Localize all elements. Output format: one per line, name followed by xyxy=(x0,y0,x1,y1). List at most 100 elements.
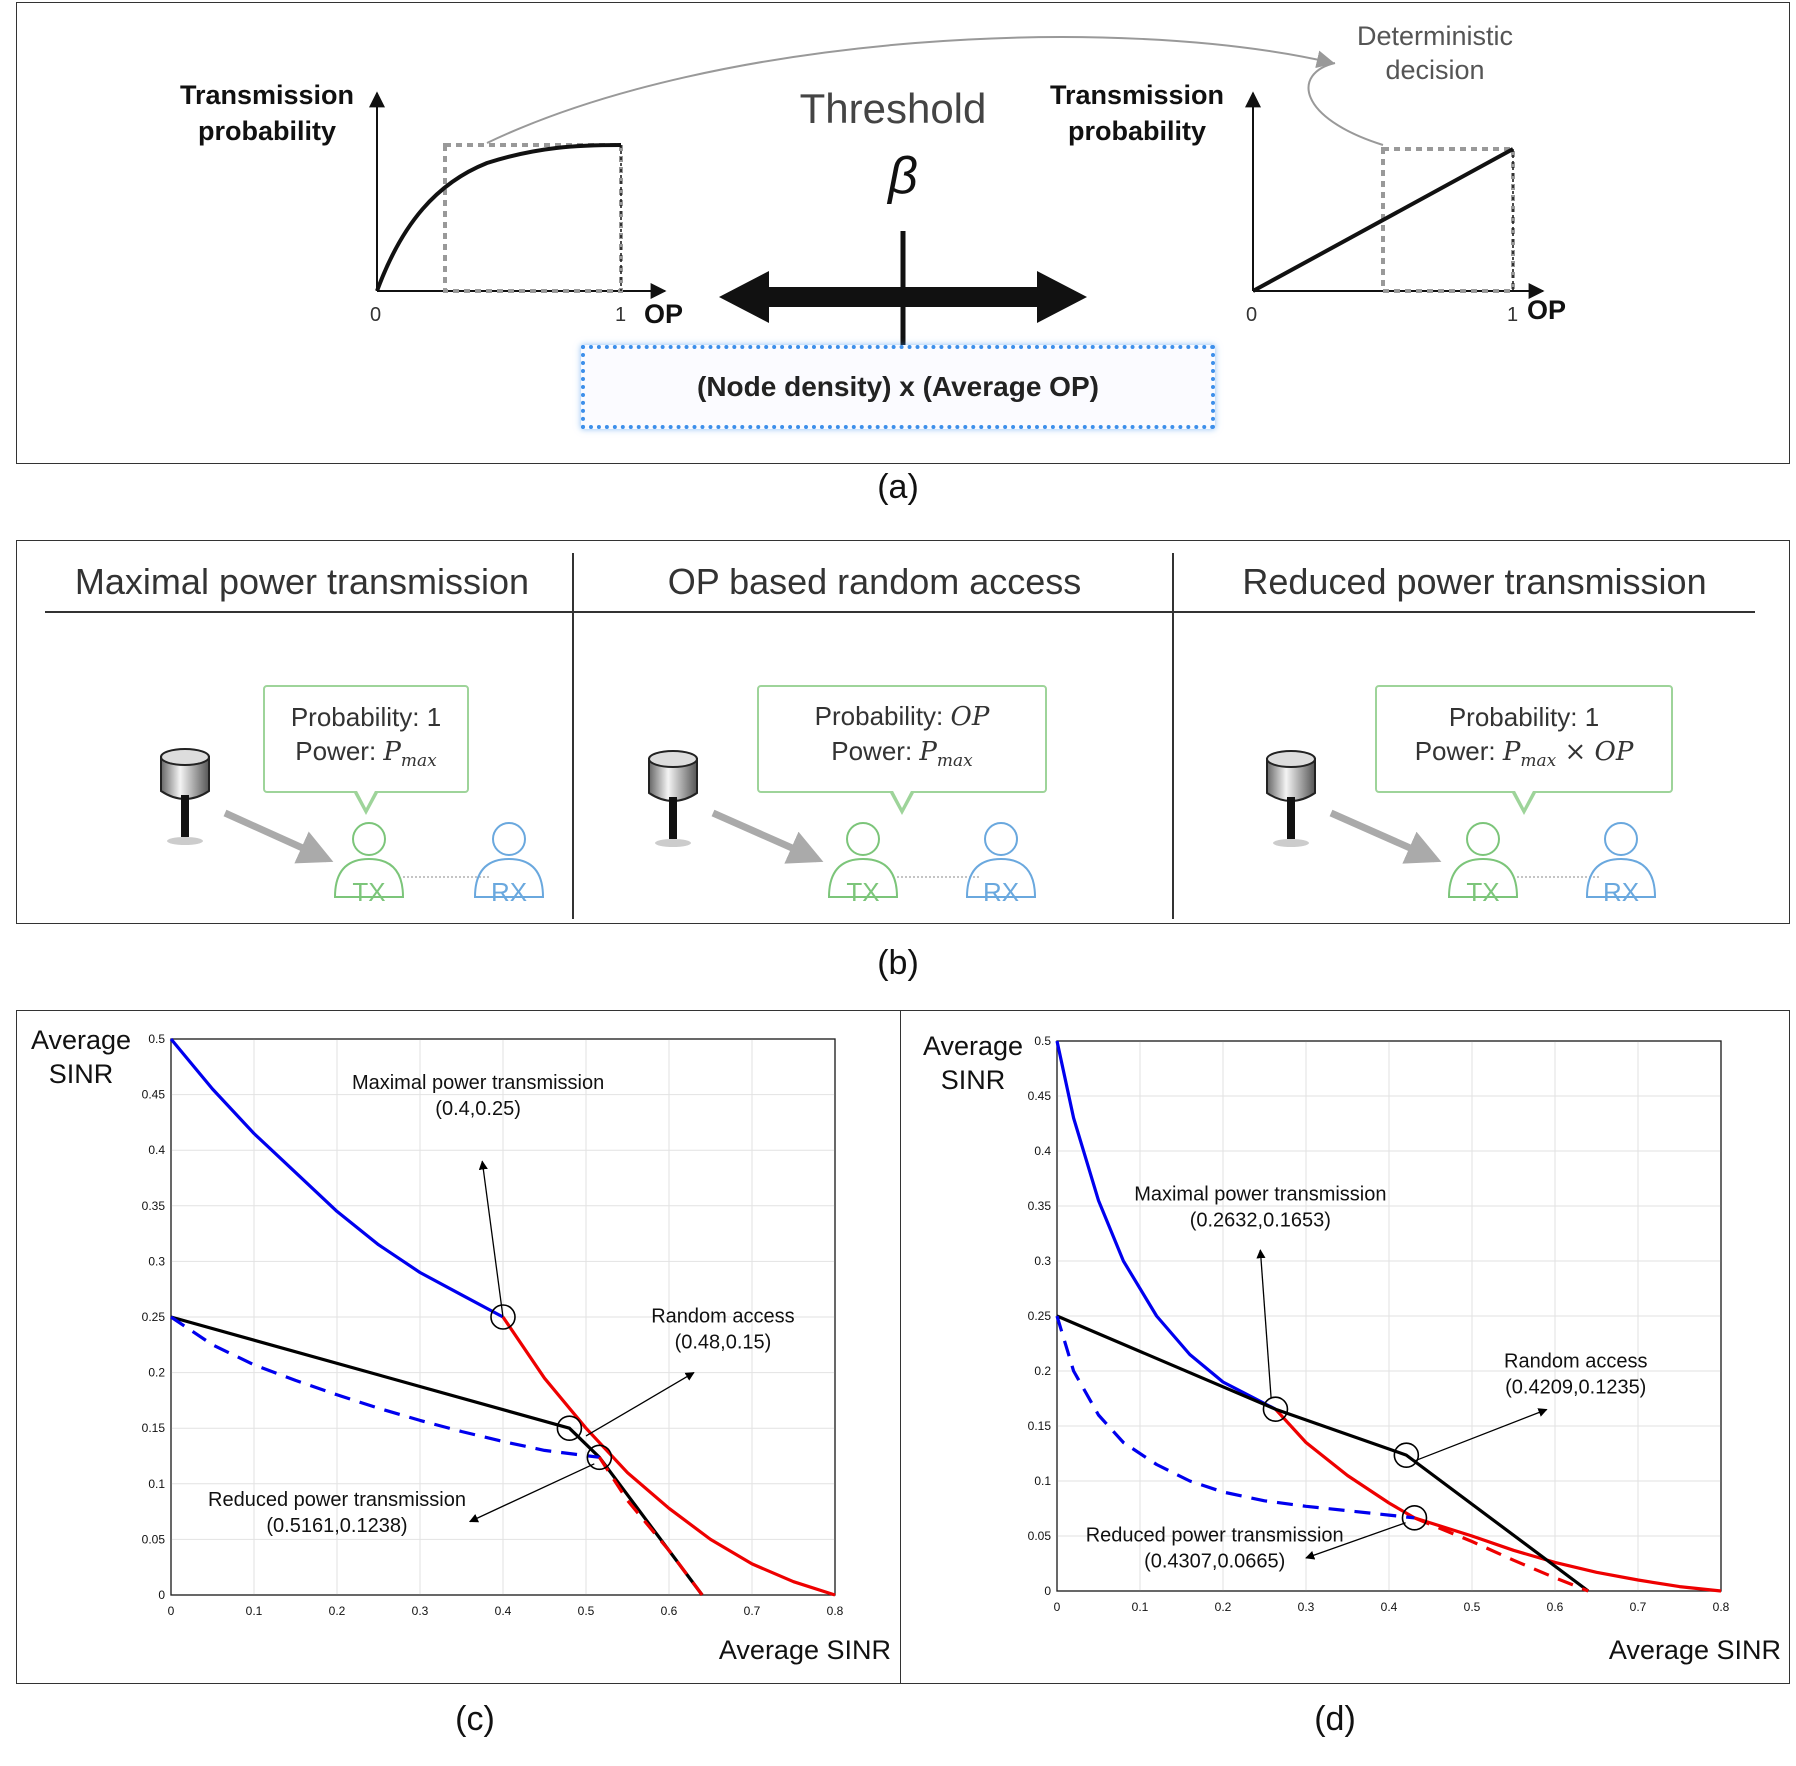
series-line-3 xyxy=(1055,1315,1415,1520)
series-line-3 xyxy=(170,1315,600,1459)
left-tick-0: 0 xyxy=(370,304,381,326)
tx-user-icon xyxy=(333,822,405,898)
x-tick-label: 0 xyxy=(168,1604,175,1618)
right-ylabel-line1: Transmission xyxy=(1050,80,1224,110)
annotation-label: Reduced power transmission xyxy=(208,1489,466,1511)
x-tick-label: 0.4 xyxy=(495,1604,512,1618)
y-axis-label: SINR xyxy=(941,1065,1006,1095)
tx-label: TX xyxy=(1466,877,1499,907)
annotation-value: (0.48,0.15) xyxy=(675,1332,772,1354)
bubble-random-prob: Probability: OP xyxy=(814,701,990,733)
deterministic-label-line1: Deterministic xyxy=(1357,21,1513,51)
y-tick-label: 0.1 xyxy=(1034,1474,1051,1488)
annotation-label: Random access xyxy=(1504,1351,1647,1373)
right-tick-0: 0 xyxy=(1246,304,1257,326)
x-tick-label: 0.4 xyxy=(1381,1600,1398,1614)
annotation-value: (0.4209,0.1235) xyxy=(1505,1377,1646,1399)
annotation-value: (0.5161,0.1238) xyxy=(266,1515,407,1537)
x-tick-label: 0.7 xyxy=(1630,1600,1647,1614)
left-xlabel: OP xyxy=(644,299,683,329)
x-tick-label: 0.6 xyxy=(661,1604,678,1618)
caption-a: (a) xyxy=(877,468,919,506)
y-tick-label: 0 xyxy=(158,1588,165,1602)
series-line-0 xyxy=(1055,1040,1277,1411)
series-line-1 xyxy=(501,1316,836,1597)
rx-label: RX xyxy=(1603,877,1639,907)
density-box-text: (Node density) x (Average OP) xyxy=(697,371,1099,402)
left-dotted-box xyxy=(443,143,623,293)
x-tick-label: 0.8 xyxy=(827,1604,844,1618)
deterministic-label-line2: decision xyxy=(1385,55,1484,85)
threshold-label: Threshold xyxy=(800,85,987,132)
y-tick-label: 0.05 xyxy=(1028,1529,1052,1543)
beta-symbol: β xyxy=(886,147,918,205)
section-title-reduced: Reduced power transmission xyxy=(1242,561,1707,602)
bubble-reduced: Probability: 1 Power: Pmax × OP xyxy=(1375,685,1673,815)
y-tick-label: 0.5 xyxy=(1034,1034,1051,1048)
y-tick-label: 0.15 xyxy=(142,1421,166,1435)
section-title-random-access: OP based random access xyxy=(667,561,1082,602)
bubble-reduced-prob: Probability: 1 xyxy=(1448,701,1600,732)
y-tick-label: 0.4 xyxy=(1034,1144,1051,1158)
bubble-random-power: Power: Pmax xyxy=(831,736,973,772)
x-axis-label: Average SINR xyxy=(719,1635,891,1665)
annotation-label: Random access xyxy=(651,1306,794,1328)
panel-b: Maximal power transmission OP based rand… xyxy=(16,540,1790,924)
point-marker xyxy=(490,1304,516,1330)
signal-arrow xyxy=(1329,809,1442,864)
lamp-icon xyxy=(1266,750,1316,847)
annotation-value: (0.2632,0.1653) xyxy=(1190,1210,1331,1232)
bubble-maximal-prob: Probability: 1 xyxy=(290,701,442,732)
panel-a: 0 1 OP Transmission probability 0 1 OP T… xyxy=(16,2,1790,464)
rx-label: RX xyxy=(983,877,1019,907)
lamp-icon xyxy=(648,750,698,847)
tx-label: TX xyxy=(846,877,879,907)
x-tick-label: 0.7 xyxy=(744,1604,761,1618)
header-underline xyxy=(45,611,1755,613)
annotation-arrow xyxy=(478,1160,504,1318)
annotation-arrow xyxy=(1256,1249,1272,1399)
point-marker xyxy=(556,1415,583,1442)
x-tick-label: 0.3 xyxy=(412,1604,429,1618)
tx-user-icon xyxy=(1447,822,1519,898)
y-tick-label: 0.25 xyxy=(1028,1309,1052,1323)
tx-user-icon xyxy=(827,822,899,898)
y-tick-label: 0.45 xyxy=(1028,1089,1052,1103)
point-marker xyxy=(586,1444,613,1471)
annotation-value: (0.4307,0.0665) xyxy=(1144,1551,1285,1573)
annotation-label: Reduced power transmission xyxy=(1086,1525,1344,1547)
x-tick-label: 0 xyxy=(1054,1600,1061,1614)
rx-user-icon xyxy=(473,822,545,898)
annotation-arrow xyxy=(585,1372,695,1437)
point-marker xyxy=(1262,1396,1289,1422)
signal-arrow xyxy=(223,809,334,864)
x-tick-label: 0.2 xyxy=(1215,1600,1232,1614)
panel-a-diagram: 0 1 OP Transmission probability 0 1 OP T… xyxy=(180,21,1566,345)
series-line-4 xyxy=(1413,1516,1589,1593)
divider-2 xyxy=(1172,553,1174,919)
bubble-maximal-power: Power: Pmax xyxy=(295,735,437,772)
y-tick-label: 0.5 xyxy=(148,1032,165,1046)
x-tick-label: 0.5 xyxy=(578,1604,595,1618)
right-dotted-box xyxy=(1381,147,1515,293)
x-tick-label: 0.5 xyxy=(1464,1600,1481,1614)
x-tick-label: 0.2 xyxy=(329,1604,346,1618)
annotation-label: Maximal power transmission xyxy=(1134,1184,1386,1206)
y-tick-label: 0.45 xyxy=(142,1088,166,1102)
x-tick-label: 0.1 xyxy=(246,1604,263,1618)
left-tick-1: 1 xyxy=(615,304,626,326)
bubble-random-access: Probability: OP Power: Pmax xyxy=(757,685,1047,815)
caption-c: (c) xyxy=(455,1700,495,1738)
annotation-value: (0.4,0.25) xyxy=(435,1098,521,1120)
series-line-0 xyxy=(169,1037,504,1319)
x-tick-label: 0.1 xyxy=(1132,1600,1149,1614)
rx-label: RX xyxy=(491,877,527,907)
left-ylabel-line1: Transmission xyxy=(180,80,354,110)
rx-user-icon xyxy=(965,822,1037,898)
lamp-icon xyxy=(160,748,210,845)
y-tick-label: 0.2 xyxy=(1034,1364,1051,1378)
series-line-4 xyxy=(598,1456,704,1596)
